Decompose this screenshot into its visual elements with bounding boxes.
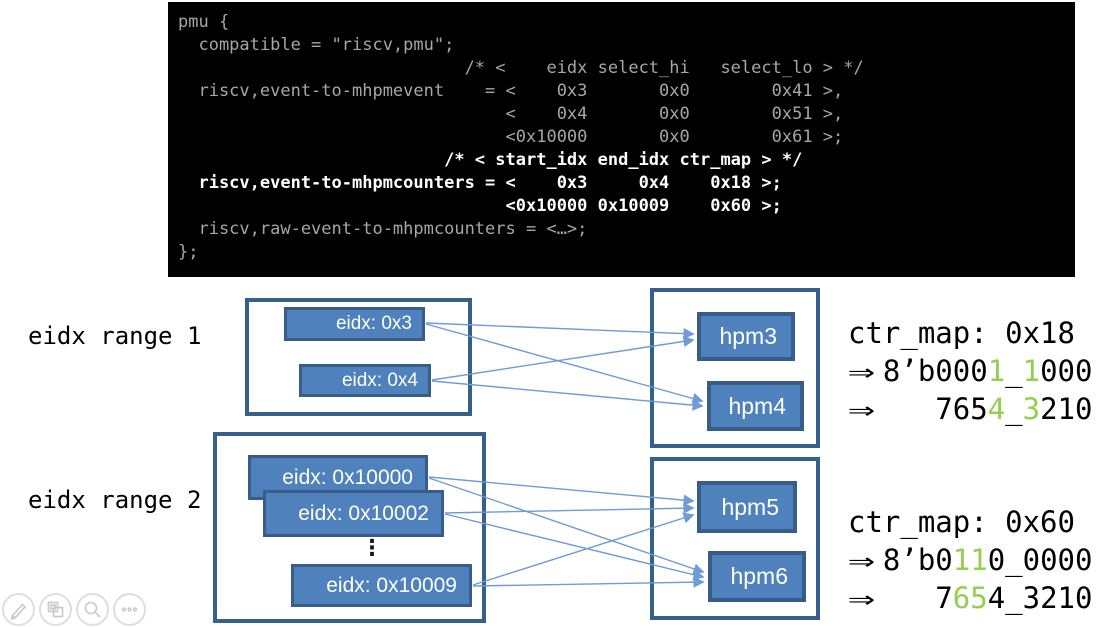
code-line: riscv,raw-event-to-mhpmcounters = <…>;: [178, 219, 588, 239]
eidx-event-box-0x4: eidx: 0x4: [299, 364, 431, 397]
code-line: riscv,event-to-mhpmevent = < 0x3 0x0 0x4…: [178, 81, 844, 101]
bits-segment-highlight: 4: [987, 392, 1006, 426]
eidx-range-1-label: eidx range 1: [28, 322, 202, 350]
eidx-event-box-0x3: eidx: 0x3: [284, 307, 425, 341]
code-line-highlighted: riscv,event-to-mhpmcounters = < 0x3 0x4 …: [178, 173, 782, 193]
hpm3-counter-box: hpm3: [697, 312, 795, 361]
hpm-counter-label: hpm5: [721, 493, 779, 520]
eidx-range-2-label: eidx range 2: [28, 486, 202, 514]
implies-icon: ⇒: [848, 543, 876, 577]
see-all-slides-button[interactable]: [39, 593, 72, 626]
eidx-event-box-0x10002: eidx: 0x10002: [263, 490, 444, 537]
binary-segment: 8’b000: [865, 354, 988, 388]
bits-segment: _: [1005, 392, 1023, 426]
more-options-button[interactable]: [113, 593, 146, 626]
binary-segment: _: [1005, 354, 1023, 388]
ctr-map-binary: ⇒ 8’b0110_0000: [848, 541, 1092, 579]
hpm4-counter-box: hpm4: [707, 381, 804, 431]
eidx-event-label: eidx: 0x10002: [298, 501, 429, 525]
ctr-map-bit-positions: ⇒ 7654_3210: [848, 579, 1092, 617]
ctr-map-binary: ⇒ 8’b0001_1000: [848, 352, 1092, 390]
zoom-slide-button[interactable]: [76, 593, 109, 626]
hpm-counter-label: hpm4: [728, 392, 786, 419]
bits-segment: 210: [1040, 392, 1093, 426]
binary-segment: 000: [1040, 354, 1093, 388]
vertical-ellipsis: ⋮: [361, 536, 383, 561]
code-line: compatible = "riscv,pmu";: [178, 35, 455, 55]
binary-segment: 8’b0: [865, 543, 953, 577]
hpm5-counter-box: hpm5: [697, 481, 797, 533]
all-slides-icon: [47, 601, 64, 618]
bits-segment-highlight: 65: [952, 581, 988, 615]
ctr-map-annotation-1: ctr_map: 0x18 ⇒ 8’b0001_1000 ⇒ 7654_3210: [848, 314, 1092, 428]
pen-icon: [10, 603, 27, 620]
hpm-counter-label: hpm6: [730, 563, 788, 589]
code-line: <0x10000 0x0 0x61 >;: [178, 127, 844, 147]
implies-icon: ⇒: [848, 581, 876, 615]
implies-icon: ⇒: [848, 392, 876, 426]
hpm-counter-label: hpm3: [719, 323, 777, 349]
implies-icon: ⇒: [848, 354, 876, 388]
bits-segment: 4_3210: [987, 581, 1093, 615]
binary-segment-highlight: 11: [952, 543, 988, 577]
eidx-event-label: eidx: 0x4: [341, 369, 418, 391]
code-line: /* < eidx select_hi select_lo > */: [178, 58, 864, 78]
eidx-event-label: eidx: 0x3: [335, 313, 412, 334]
binary-segment: 0_0000: [987, 543, 1093, 577]
eidx-event-label: eidx: 0x10000: [282, 465, 413, 489]
binary-segment-highlight: 1: [987, 354, 1006, 388]
binary-segment-highlight: 1: [1022, 354, 1041, 388]
bits-segment-highlight: 3: [1022, 392, 1041, 426]
code-line: < 0x4 0x0 0x51 >,: [178, 104, 844, 124]
ctr-map-value: ctr_map: 0x18: [848, 316, 1075, 350]
ctr-map-bit-positions: ⇒ 7654_3210: [848, 390, 1092, 428]
magnifier-icon: [84, 601, 101, 618]
hpm6-counter-box: hpm6: [708, 551, 806, 602]
pen-tools-button[interactable]: [2, 593, 35, 626]
device-tree-code-panel: pmu { compatible = "riscv,pmu"; /* < eid…: [168, 2, 1075, 277]
bits-segment: 765: [865, 392, 988, 426]
code-line-highlighted: /* < start_idx end_idx ctr_map > */: [178, 150, 803, 170]
code-line: };: [178, 242, 199, 262]
bits-segment: 7: [865, 581, 953, 615]
more-options-icon: [121, 607, 138, 612]
ctr-map-value: ctr_map: 0x60: [848, 505, 1075, 539]
ctr-map-annotation-2: ctr_map: 0x60 ⇒ 8’b0110_0000 ⇒ 7654_3210: [848, 503, 1092, 617]
code-line-highlighted: <0x10000 0x10009 0x60 >;: [178, 196, 782, 216]
eidx-event-label: eidx: 0x10009: [326, 573, 457, 597]
code-line: pmu {: [178, 12, 230, 32]
eidx-event-box-0x10009: eidx: 0x10009: [291, 564, 472, 607]
